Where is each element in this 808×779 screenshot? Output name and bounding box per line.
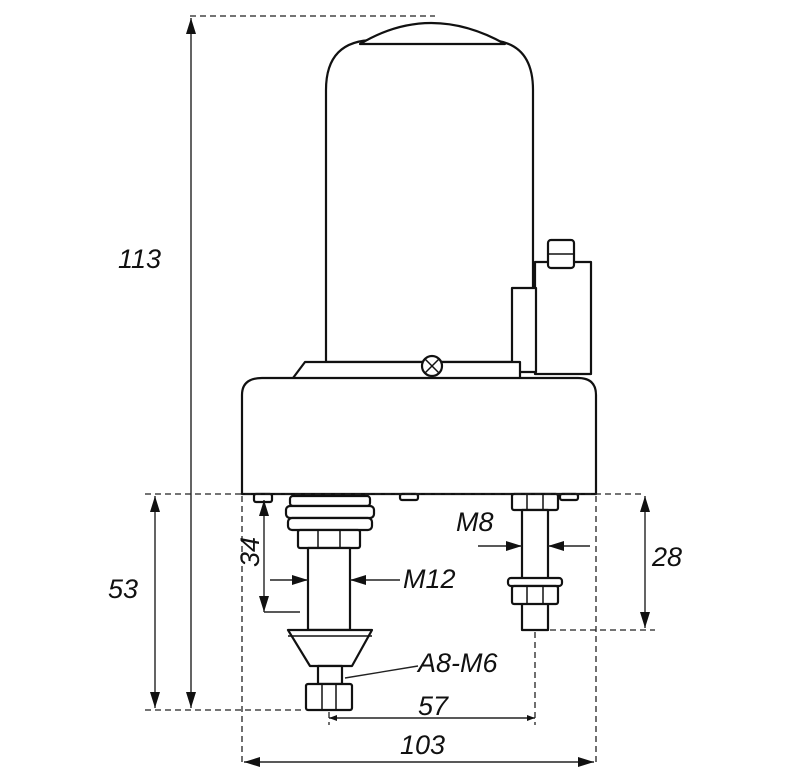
spindle-taper bbox=[286, 628, 374, 668]
label-tip-thread: A8-M6 bbox=[416, 648, 499, 678]
tip-neck bbox=[316, 664, 344, 686]
label-bolt-length: 28 bbox=[651, 542, 682, 572]
spindle-washer-1 bbox=[288, 494, 372, 508]
spindle-washer-2 bbox=[284, 504, 376, 520]
connector-housing bbox=[533, 260, 593, 376]
tip-nut bbox=[304, 682, 354, 712]
main-spindle bbox=[284, 494, 376, 712]
label-overall-height: 113 bbox=[118, 244, 161, 274]
label-spindle-length: 34 bbox=[235, 537, 265, 567]
housing-foot-left bbox=[252, 492, 274, 504]
m8-bolt bbox=[506, 492, 564, 632]
motor-dome-cap bbox=[358, 22, 507, 46]
dimension-labels: 113 53 34 M12 A8-M6 M8 28 57 103 bbox=[108, 244, 682, 760]
extension-lines bbox=[145, 15, 655, 765]
connector-side-plate bbox=[510, 286, 538, 374]
spindle-washer-3 bbox=[286, 516, 374, 532]
label-lower-height: 53 bbox=[108, 574, 138, 604]
spindle-nut bbox=[296, 528, 362, 550]
motor-can bbox=[324, 38, 535, 364]
spindle-shaft bbox=[306, 546, 352, 632]
bolt-base-nut bbox=[510, 492, 560, 512]
gearbox-housing bbox=[240, 376, 598, 496]
label-spindle-thread: M12 bbox=[403, 564, 456, 594]
bolt-washer bbox=[506, 576, 564, 588]
housing-foot-center bbox=[398, 492, 420, 502]
motor-assembly bbox=[240, 22, 598, 504]
label-axis-spacing: 57 bbox=[418, 691, 449, 721]
label-overall-width: 103 bbox=[400, 730, 445, 760]
bolt-nut bbox=[510, 584, 560, 606]
bolt-shank bbox=[520, 508, 550, 632]
label-bolt-thread: M8 bbox=[456, 507, 494, 537]
dimension-lines bbox=[150, 18, 650, 767]
housing-foot-right bbox=[558, 492, 580, 502]
